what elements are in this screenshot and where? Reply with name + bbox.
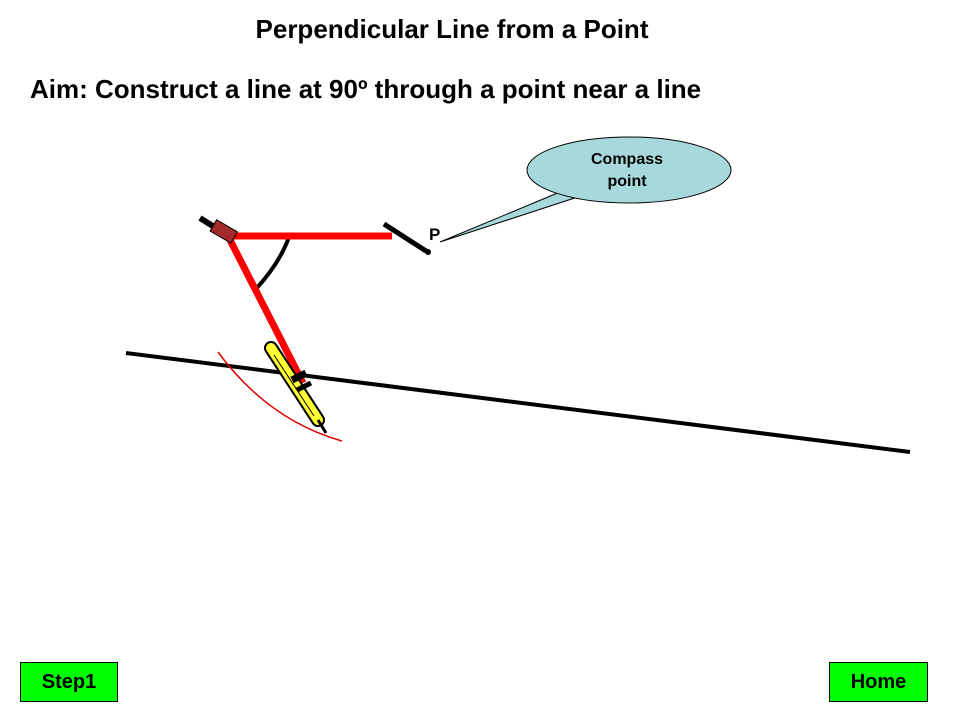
compass-hinge (209, 219, 239, 244)
aim-text: Aim: Construct a line at 90º through a p… (30, 74, 702, 104)
given-line (125, 351, 911, 454)
compass-pencil-leg (224, 234, 307, 385)
pencil (264, 341, 328, 434)
compass-needle (382, 221, 428, 254)
point-p-label: P (429, 225, 440, 244)
callout-bubble: Compass point (439, 136, 732, 243)
step1-button[interactable]: Step1 (20, 662, 118, 702)
callout-line2: point (607, 173, 647, 190)
callout-line1: Compass (591, 151, 663, 168)
compass (198, 215, 428, 434)
compass-adjust-arc (253, 233, 292, 292)
page-title: Perpendicular Line from a Point (255, 14, 649, 44)
home-button[interactable]: Home (829, 662, 928, 702)
pencil-arc (217, 351, 343, 442)
point-p (425, 249, 431, 255)
